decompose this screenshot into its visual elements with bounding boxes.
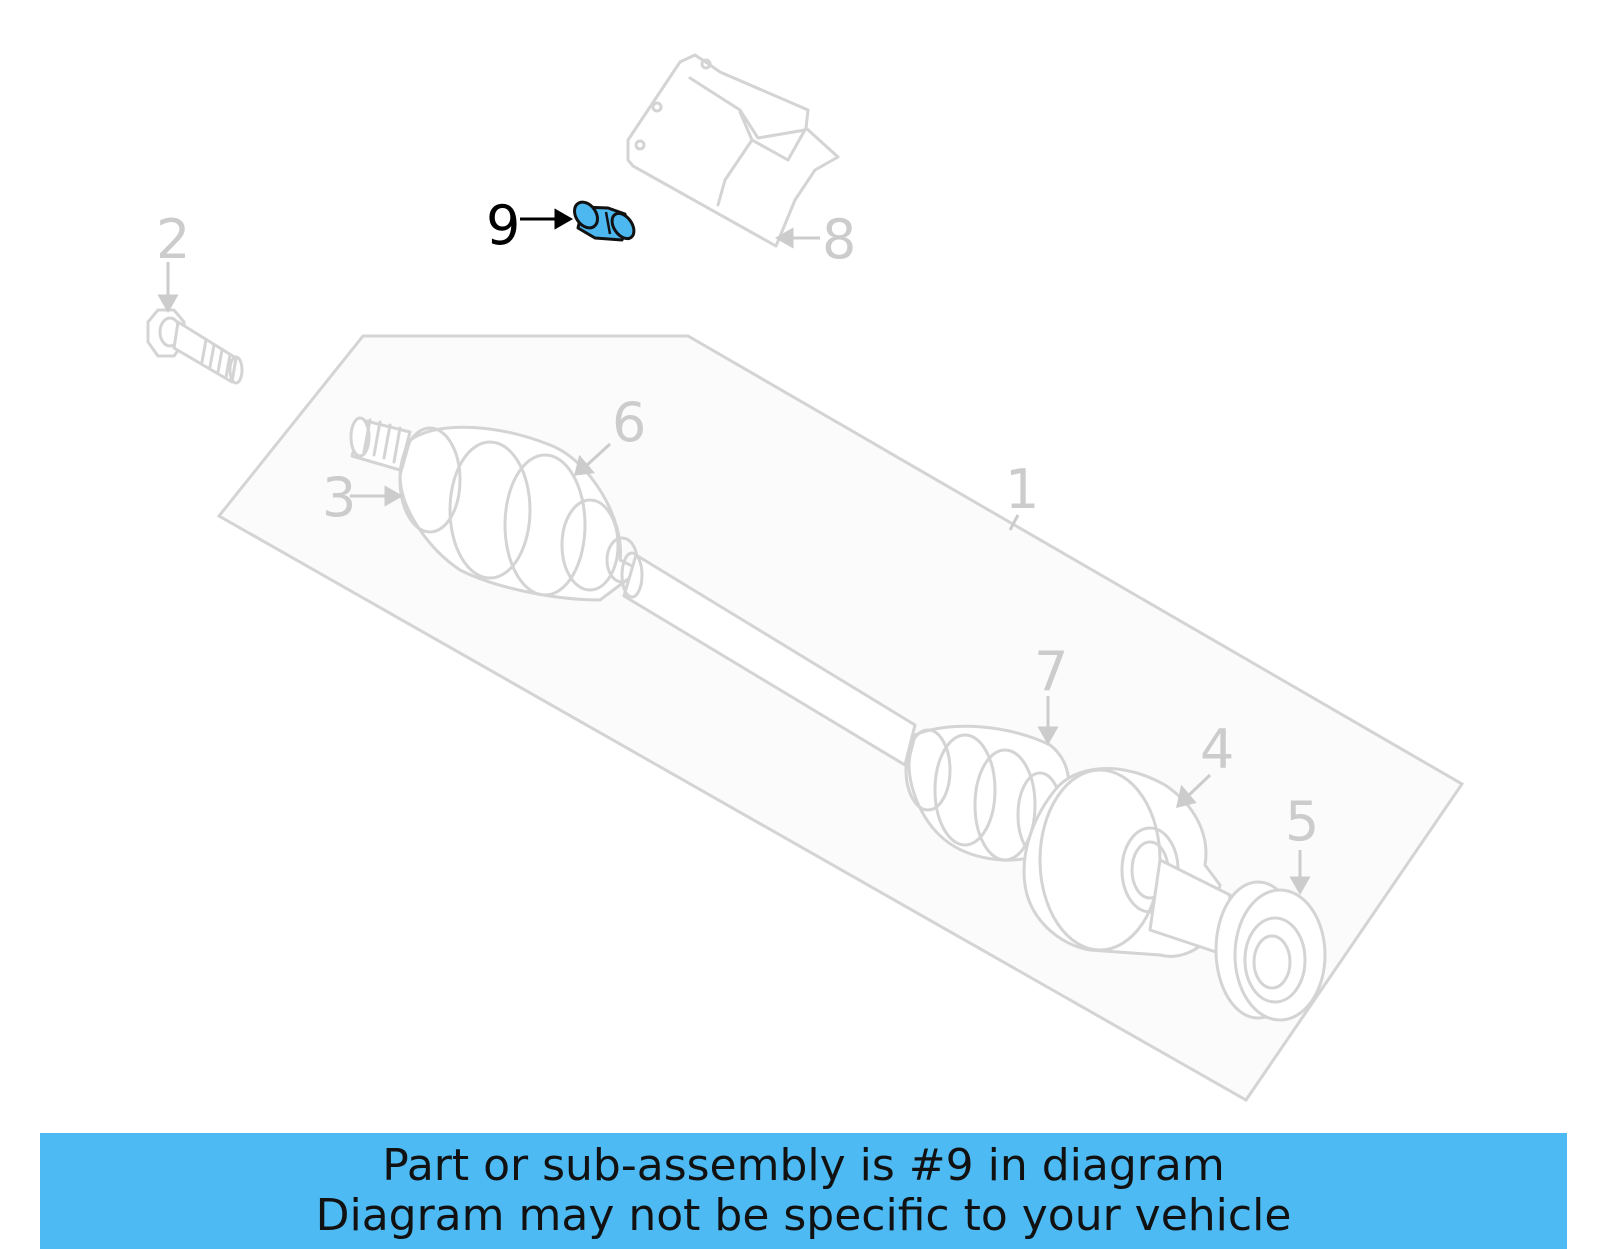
callout-5: 5 (1285, 790, 1319, 853)
callout-4: 4 (1200, 718, 1234, 781)
callout-8: 8 (822, 208, 856, 271)
leader-lines (157, 227, 1311, 896)
part-5-hub-washer[interactable] (1214, 880, 1327, 1022)
part-8-shield[interactable] (626, 53, 840, 248)
callout-2: 2 (156, 208, 190, 271)
callout-1: 1 (1005, 458, 1039, 521)
banner-line-part: Part or sub-assembly is #9 in diagram (382, 1140, 1225, 1191)
banner-line-disclaimer: Diagram may not be specific to your vehi… (315, 1190, 1292, 1241)
leader-line-9 (520, 208, 574, 230)
callout-3: 3 (322, 466, 356, 529)
part-2-bolt[interactable] (146, 308, 244, 385)
part-4-outer-joint[interactable] (1022, 767, 1232, 958)
callout-7: 7 (1034, 640, 1068, 703)
info-banner: Part or sub-assembly is #9 in diagram Di… (40, 1133, 1567, 1249)
callout-6: 6 (612, 391, 646, 454)
part-9-highlighted[interactable] (570, 198, 639, 243)
callout-9: 9 (486, 194, 520, 257)
